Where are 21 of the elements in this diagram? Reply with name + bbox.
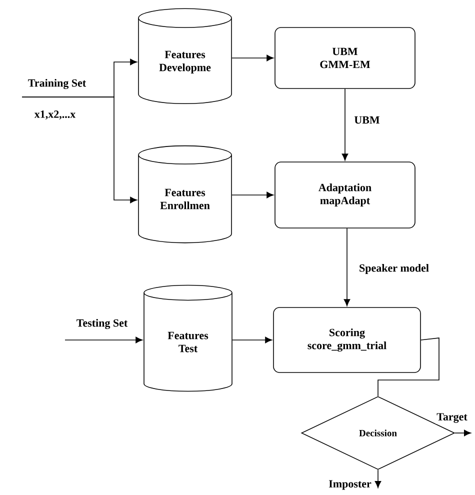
edge-label: Testing Set (75, 318, 129, 330)
database-cylinder: Features Developme (138, 8, 232, 104)
edge-label: Speaker model (358, 263, 430, 275)
process-box: Adaptation mapAdapt (274, 162, 416, 228)
arrow (344, 228, 350, 306)
process-box: UBM GMM-EM (274, 27, 416, 89)
database-cylinder: Features Test (144, 284, 232, 392)
input-label: x1,x2,...x (34, 110, 76, 120)
database-cylinder: Features Enrollmen (138, 145, 232, 244)
arrow (232, 192, 274, 198)
arrow (342, 88, 348, 161)
arrow (22, 96, 138, 204)
arrow (374, 470, 382, 488)
arrow (232, 54, 274, 62)
process-box: Scoring score_gmm_trial (273, 307, 421, 373)
arrow (454, 430, 471, 436)
input-label: Training Set (28, 78, 86, 90)
edge-label: Target (436, 412, 468, 424)
arrow (232, 336, 272, 344)
edge-label: Imposter (328, 479, 372, 491)
arrow (64, 336, 143, 344)
